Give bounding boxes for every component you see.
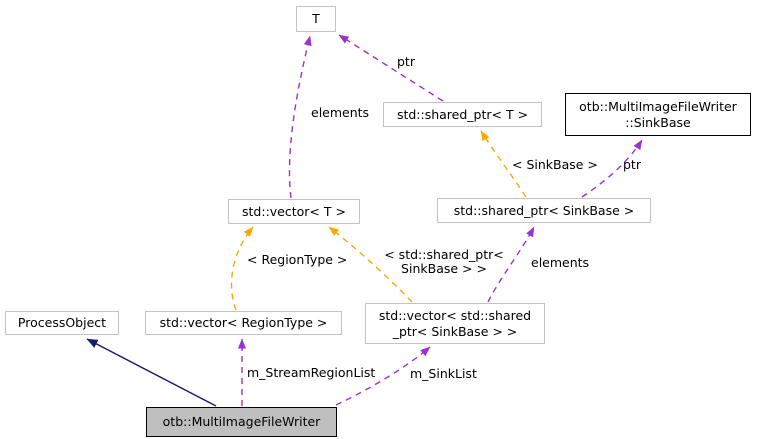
edge-vector-t-to-t-elements — [288, 35, 312, 199]
node-std-shared-ptr-t[interactable]: std::shared_ptr< T > — [383, 102, 542, 127]
edge-shared-ptr-sinkbase-to-sinkbase-ptr — [581, 139, 643, 198]
node-otb-multiimagefilewriter-sinkbase[interactable]: otb::MultiImageFileWriter ::SinkBase — [565, 93, 751, 136]
edge-vector-shared-to-vector-t-template — [328, 226, 413, 303]
edge-shared-ptr-t-to-t-ptr — [338, 34, 444, 102]
edge-vector-regiontype-to-vector-t-template — [230, 226, 254, 311]
node-std-vector-std-shared-ptr-sinkbase[interactable]: std::vector< std::shared _ptr< SinkBase … — [365, 303, 545, 344]
edge-main-to-vector-shared-msinklist — [335, 346, 431, 406]
node-t[interactable]: T — [296, 6, 336, 32]
node-std-vector-regiontype[interactable]: std::vector< RegionType > — [145, 311, 342, 335]
node-processobject[interactable]: ProcessObject — [5, 311, 119, 335]
node-otb-multiimagefilewriter-main: otb::MultiImageFileWriter — [146, 407, 337, 437]
edge-main-to-processobject-inheritance — [86, 338, 217, 407]
edge-shared-ptr-sinkbase-to-shared-ptr-t-template — [480, 130, 527, 198]
node-std-vector-t[interactable]: std::vector< T > — [228, 199, 360, 224]
edge-vector-shared-to-shared-ptr-sinkbase-elements — [487, 226, 535, 303]
node-std-shared-ptr-sinkbase[interactable]: std::shared_ptr< SinkBase > — [437, 198, 651, 223]
